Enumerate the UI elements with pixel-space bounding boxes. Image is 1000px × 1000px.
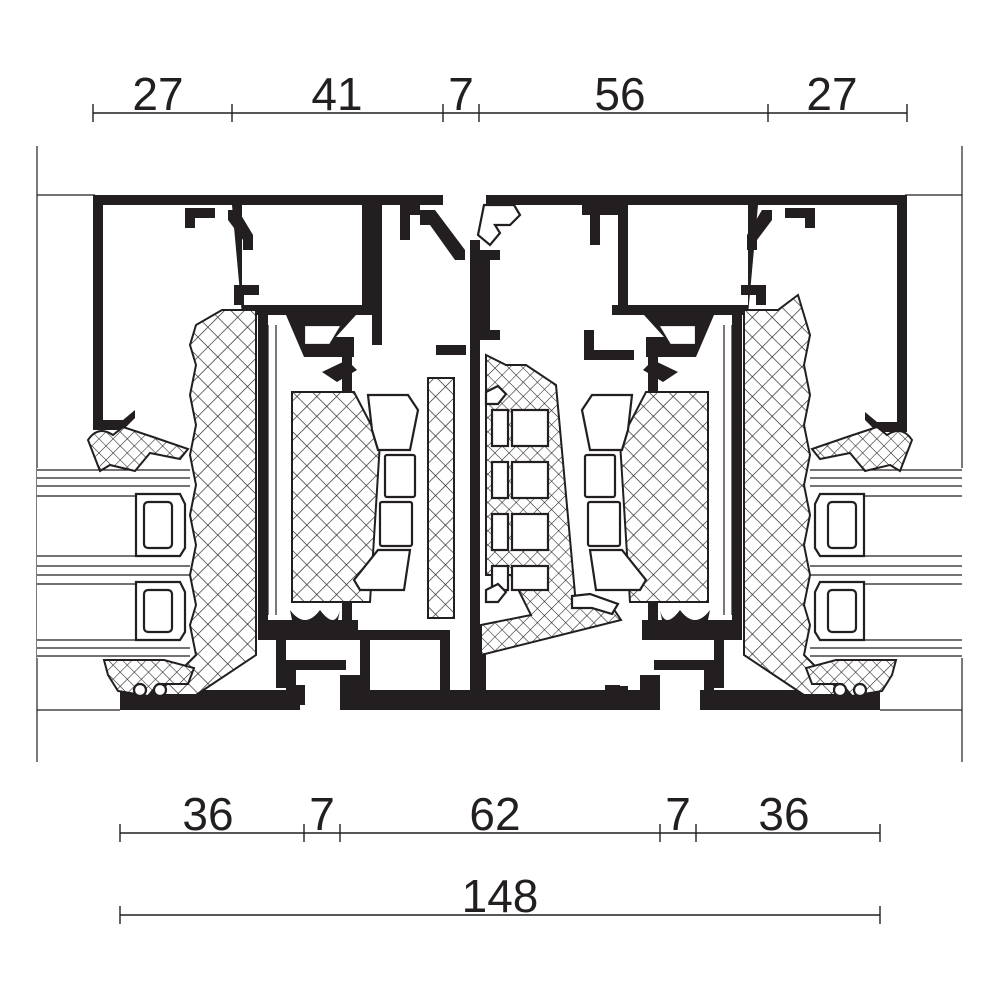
left-gaskets [86,425,196,698]
left-glazing-unit [37,468,190,658]
overall-dimension-label: 148 [462,870,539,922]
left-polyamide-strips [352,393,420,592]
center-seal-details [484,384,620,616]
top-dimension-label: 41 [311,68,362,120]
bottom-dimension-chain: 36 7 62 7 36 [119,788,881,842]
top-dimension-label: 27 [132,68,183,120]
seal-roller [852,682,868,698]
right-thermal-insulation [618,293,847,696]
right-sash-profile [582,205,815,705]
seal-roller [132,682,148,698]
bottom-dimension-label: 36 [182,788,233,840]
top-dimension-chain: 27 41 7 56 27 [92,68,908,122]
seal-roller [152,682,168,698]
top-dimension-label: 7 [448,68,474,120]
left-thermal-insulation [153,309,455,696]
bottom-dimension-label: 7 [309,788,335,840]
top-brush-seal [476,203,522,247]
outer-frame-profile [93,195,907,710]
top-dimension-label: 27 [806,68,857,120]
center-interlock-profile [350,203,628,696]
center-polyamide-bridge [480,353,623,657]
bottom-dimension-label: 62 [469,788,520,840]
bottom-dimension-label: 36 [758,788,809,840]
bottom-dimension-label: 7 [665,788,691,840]
top-dimension-label: 56 [594,68,645,120]
wall-reference-lines [36,146,963,762]
right-glazing-unit [810,468,963,658]
overall-dimension: 148 [119,870,881,924]
right-polyamide-strips [580,393,648,592]
seal-roller [832,682,848,698]
right-gaskets [804,425,914,698]
